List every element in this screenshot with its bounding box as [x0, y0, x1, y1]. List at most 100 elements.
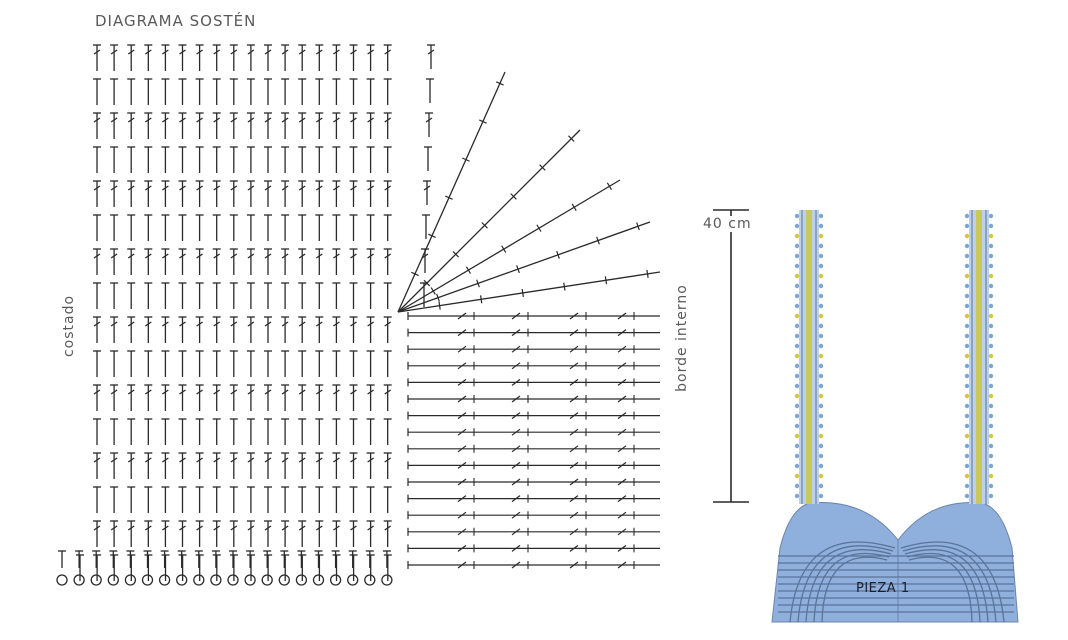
double-crochet-stitch: [110, 418, 119, 445]
double-crochet-stitch: [144, 452, 153, 479]
inner-row-mark: [569, 329, 579, 337]
double-crochet-stitch: [246, 146, 255, 173]
double-crochet-stitch: [281, 520, 290, 547]
double-crochet-stitch: [195, 418, 204, 445]
inner-row-mark: [511, 544, 521, 552]
double-crochet-stitch: [315, 146, 324, 173]
double-crochet-stitch: [93, 452, 101, 479]
double-crochet-stitch: [349, 282, 358, 309]
double-crochet-stitch: [315, 520, 324, 547]
double-crochet-stitch: [178, 452, 187, 479]
double-crochet-stitch: [247, 554, 255, 581]
strap-right: [964, 210, 994, 504]
double-crochet-stitch: [315, 112, 324, 139]
double-crochet-stitch: [383, 112, 392, 139]
double-crochet-stitch: [178, 520, 187, 547]
piece-curve-right: [908, 556, 973, 623]
double-crochet-stitch: [383, 44, 392, 71]
double-crochet-stitch: [332, 180, 341, 207]
inner-row-mark: [617, 528, 627, 536]
fan-ray-stitch: [604, 276, 608, 285]
strap-edge-dot: [818, 423, 824, 429]
double-crochet-stitch: [178, 214, 187, 241]
strap-edge-dot: [964, 213, 970, 219]
strap-edge-dot: [818, 403, 824, 409]
strap-edge-dot: [818, 323, 824, 329]
double-crochet-stitch: [144, 554, 153, 581]
piece-curve-right: [902, 545, 997, 623]
strap-edge-dot: [794, 263, 800, 269]
inner-row-mark: [569, 495, 579, 503]
strap-edge-dot: [818, 433, 824, 439]
chain-stitch: [381, 574, 393, 586]
double-crochet-stitch: [349, 350, 358, 377]
double-crochet-stitch: [349, 146, 358, 173]
chain-stitch: [176, 574, 188, 586]
double-crochet-stitch: [264, 112, 272, 139]
double-crochet-stitch: [246, 520, 255, 547]
base-stitch: [143, 550, 152, 568]
double-crochet-stitch: [315, 384, 324, 411]
double-crochet-stitch: [212, 180, 221, 207]
double-crochet-stitch: [161, 180, 170, 207]
strap-edge-dot: [964, 323, 970, 329]
strap-edge-dot: [964, 283, 970, 289]
double-crochet-stitch: [229, 214, 238, 241]
inner-row-mark: [511, 312, 521, 320]
double-crochet-stitch: [178, 554, 187, 581]
double-crochet-stitch: [383, 350, 392, 377]
strap-edge-dot: [988, 363, 994, 369]
double-crochet-stitch: [349, 418, 358, 445]
inner-row-mark: [511, 528, 521, 536]
double-crochet-stitch: [229, 486, 238, 513]
double-crochet-stitch: [315, 180, 324, 207]
strap-edge-dot: [988, 453, 994, 459]
double-crochet-stitch: [127, 180, 136, 207]
base-stitch: [126, 550, 135, 568]
double-crochet-stitch: [110, 282, 119, 309]
double-crochet-stitch: [281, 112, 290, 139]
inner-row-mark: [457, 428, 467, 436]
double-crochet-stitch: [127, 214, 136, 241]
double-crochet-stitch: [195, 112, 204, 139]
piece-curve-right: [906, 552, 981, 623]
double-crochet-stitch: [264, 520, 272, 547]
inner-row-mark: [617, 495, 627, 503]
inner-row-mark: [569, 362, 579, 370]
double-crochet-stitch: [281, 282, 290, 309]
inner-row-mark: [569, 561, 579, 569]
strap-edge-dot: [988, 323, 994, 329]
strap-edge-dot: [794, 393, 800, 399]
double-crochet-stitch: [161, 112, 170, 139]
edge-stitch: [426, 78, 434, 103]
fan-ray-stitch: [568, 135, 575, 142]
strap-edge-dot: [794, 283, 800, 289]
fan-ray-stitch: [445, 195, 453, 200]
double-crochet-stitch: [110, 44, 119, 71]
fan-ray-stitch: [436, 293, 440, 302]
strap-edge-dot: [794, 363, 800, 369]
double-crochet-stitch: [298, 180, 307, 207]
double-crochet-stitch: [332, 520, 341, 547]
inner-row-mark: [569, 478, 579, 486]
fan-ray: [397, 179, 621, 313]
double-crochet-stitch: [246, 112, 255, 139]
strap-edge-dot: [818, 253, 824, 259]
fan-ray-stitch: [476, 279, 480, 288]
double-crochet-stitch: [246, 214, 255, 241]
strap-edge-dot: [818, 443, 824, 449]
fan-ray-stitch: [428, 233, 436, 238]
double-crochet-stitch: [315, 452, 324, 479]
double-crochet-stitch: [298, 248, 307, 275]
double-crochet-stitch: [349, 44, 358, 71]
fan-ray-stitch: [481, 222, 488, 229]
chain-stitch: [210, 574, 222, 586]
double-crochet-stitch: [161, 520, 170, 547]
strap-edge-dot: [988, 383, 994, 389]
diagram-title: DIAGRAMA SOSTÉN: [95, 12, 257, 30]
double-crochet-stitch: [195, 248, 204, 275]
inner-row-mark: [569, 511, 579, 519]
double-crochet-stitch: [110, 350, 119, 377]
piece-curve-left: [789, 541, 896, 623]
